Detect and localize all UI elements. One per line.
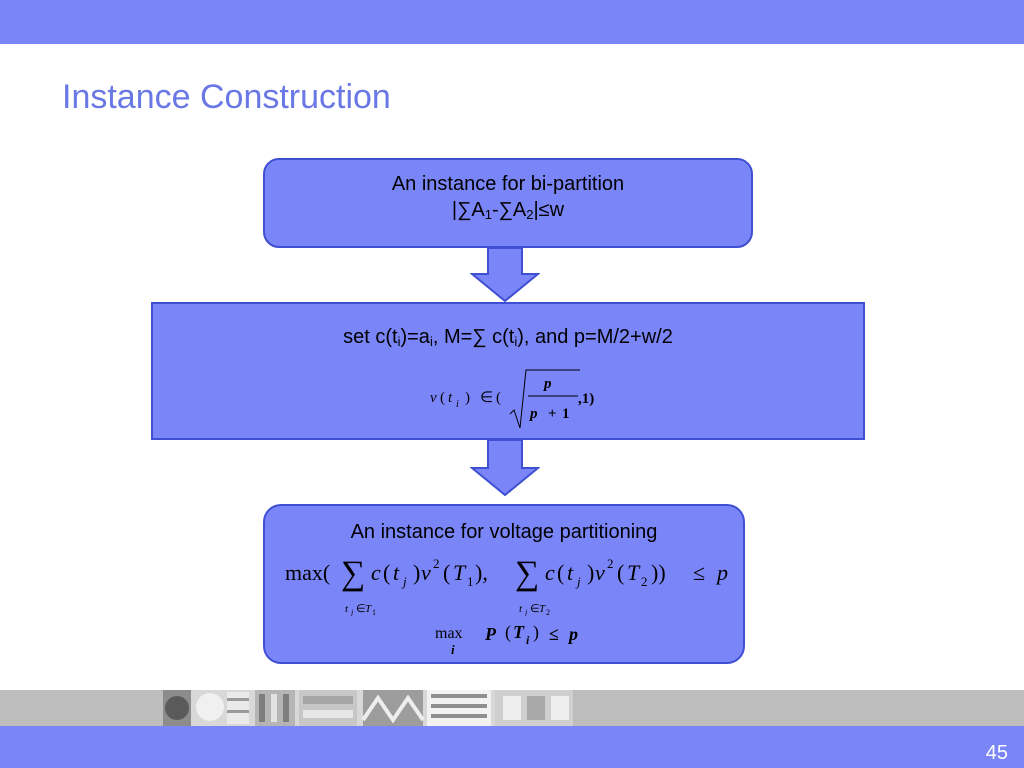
svg-text:+: +	[548, 406, 557, 422]
bottom-banner	[0, 726, 1024, 768]
max-partition-power-formula: max i P ( T i ) ≤ p	[435, 622, 578, 657]
svg-text:c: c	[371, 560, 381, 585]
svg-text:i: i	[526, 633, 530, 647]
svg-text:c: c	[545, 560, 555, 585]
svg-text:(: (	[496, 390, 501, 406]
box1-line2: |∑A1-∑A2|≤w	[451, 199, 565, 222]
svg-text:∈: ∈	[480, 390, 493, 406]
svg-text:(: (	[440, 390, 445, 406]
svg-text:1: 1	[467, 574, 474, 589]
svg-text:t: t	[345, 603, 349, 615]
footer-photo-collage	[163, 690, 573, 726]
svg-text:1: 1	[562, 406, 570, 422]
svg-text:≤: ≤	[549, 624, 559, 644]
slide-title: Instance Construction	[62, 78, 391, 116]
svg-text:v: v	[430, 390, 437, 406]
svg-text:p: p	[567, 624, 578, 644]
svg-text:v: v	[421, 560, 431, 585]
svg-text:∈: ∈	[530, 603, 540, 615]
svg-text:2: 2	[607, 556, 614, 571]
svg-text:∑: ∑	[515, 555, 539, 592]
svg-text:j: j	[524, 608, 528, 616]
svg-text:),: ),	[475, 560, 488, 585]
voltage-range-formula: v ( t i ) ∈ ( p p + 1 ,1)	[430, 369, 594, 429]
flow-box-set-costs: set c(ti)=ai, M=∑ c(ti), and p=M/2+w/2 v…	[151, 302, 865, 440]
svg-text:i: i	[451, 642, 455, 657]
svg-text:p: p	[542, 376, 552, 392]
svg-text:2: 2	[433, 556, 440, 571]
svg-text:t: t	[393, 560, 400, 585]
svg-text:∈: ∈	[356, 603, 366, 615]
down-arrow-1	[470, 248, 540, 302]
svg-text:≤: ≤	[693, 560, 705, 585]
max-power-formula: max( ∑ c ( t j ) v 2 ( T 1 ), t j ∈ T 1 …	[285, 555, 728, 616]
box3-line1: An instance for voltage partitioning	[350, 521, 658, 543]
svg-text:p: p	[528, 406, 538, 422]
box1-line1: An instance for bi-partition	[391, 173, 625, 195]
svg-text:): )	[533, 622, 539, 643]
svg-text:(: (	[557, 560, 564, 585]
svg-text:,1): ,1)	[578, 391, 594, 407]
svg-text:i: i	[456, 399, 459, 410]
svg-text:): )	[413, 560, 420, 585]
svg-text:v: v	[595, 560, 605, 585]
down-arrow-2	[470, 440, 540, 496]
svg-text:(: (	[505, 622, 511, 643]
flow-box-bipartition: An instance for bi-partition |∑A1-∑A2|≤w	[263, 158, 753, 248]
svg-text:T: T	[627, 560, 641, 585]
svg-text:(: (	[443, 560, 450, 585]
svg-text:t: t	[519, 603, 523, 615]
top-banner	[0, 0, 1024, 44]
svg-text:2: 2	[641, 574, 648, 589]
svg-text:t: t	[567, 560, 574, 585]
svg-text:): )	[465, 390, 470, 406]
box2-line1: set c(ti)=ai, M=∑ c(ti), and p=M/2+w/2	[343, 326, 673, 349]
svg-text:T: T	[453, 560, 467, 585]
svg-text:1: 1	[372, 608, 376, 616]
svg-text:T: T	[365, 603, 372, 615]
svg-text:p: p	[715, 560, 728, 585]
svg-text:(: (	[383, 560, 390, 585]
svg-text:j: j	[350, 608, 354, 616]
svg-text:j: j	[401, 574, 407, 589]
svg-text:)): ))	[651, 560, 666, 585]
svg-text:∑: ∑	[341, 555, 365, 592]
svg-text:P: P	[484, 624, 497, 644]
svg-text:max(: max(	[285, 560, 330, 585]
svg-text:T: T	[513, 622, 525, 642]
svg-text:max: max	[435, 625, 463, 642]
svg-text:T: T	[539, 603, 546, 615]
flow-box-voltage-partitioning: An instance for voltage partitioning max…	[263, 504, 745, 664]
svg-text:t: t	[448, 390, 453, 406]
page-number: 45	[985, 742, 1008, 764]
svg-text:2: 2	[546, 608, 550, 616]
svg-text:(: (	[617, 560, 624, 585]
svg-text:j: j	[575, 574, 581, 589]
svg-text:): )	[587, 560, 594, 585]
